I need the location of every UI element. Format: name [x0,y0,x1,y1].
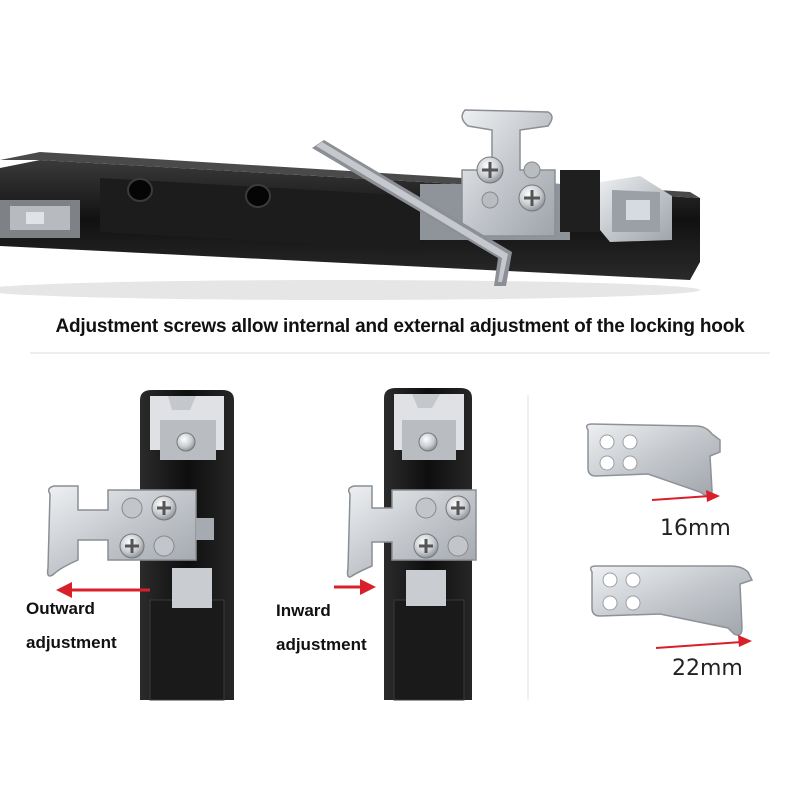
inward-arrow [334,579,376,595]
caption-text: Adjustment screws allow internal and ext… [55,316,745,337]
inward-label-line1: Inward [276,601,331,620]
top-rail-photo [0,109,700,300]
size-arrow-16mm [651,490,720,502]
outward-rail-photo [46,390,234,701]
hook-plate-16mm [585,423,721,498]
inward-label-line2: adjustment [276,635,367,654]
hook-plate-22mm [589,565,754,636]
outward-arrow [56,582,150,598]
size-arrow-22mm [655,635,752,649]
outward-label-line1: Outward [26,599,95,618]
size-label-16mm: 16mm [660,516,731,541]
outward-label-line2: adjustment [26,633,117,652]
inward-rail-photo [346,388,477,701]
size-label-22mm: 22mm [672,656,743,681]
